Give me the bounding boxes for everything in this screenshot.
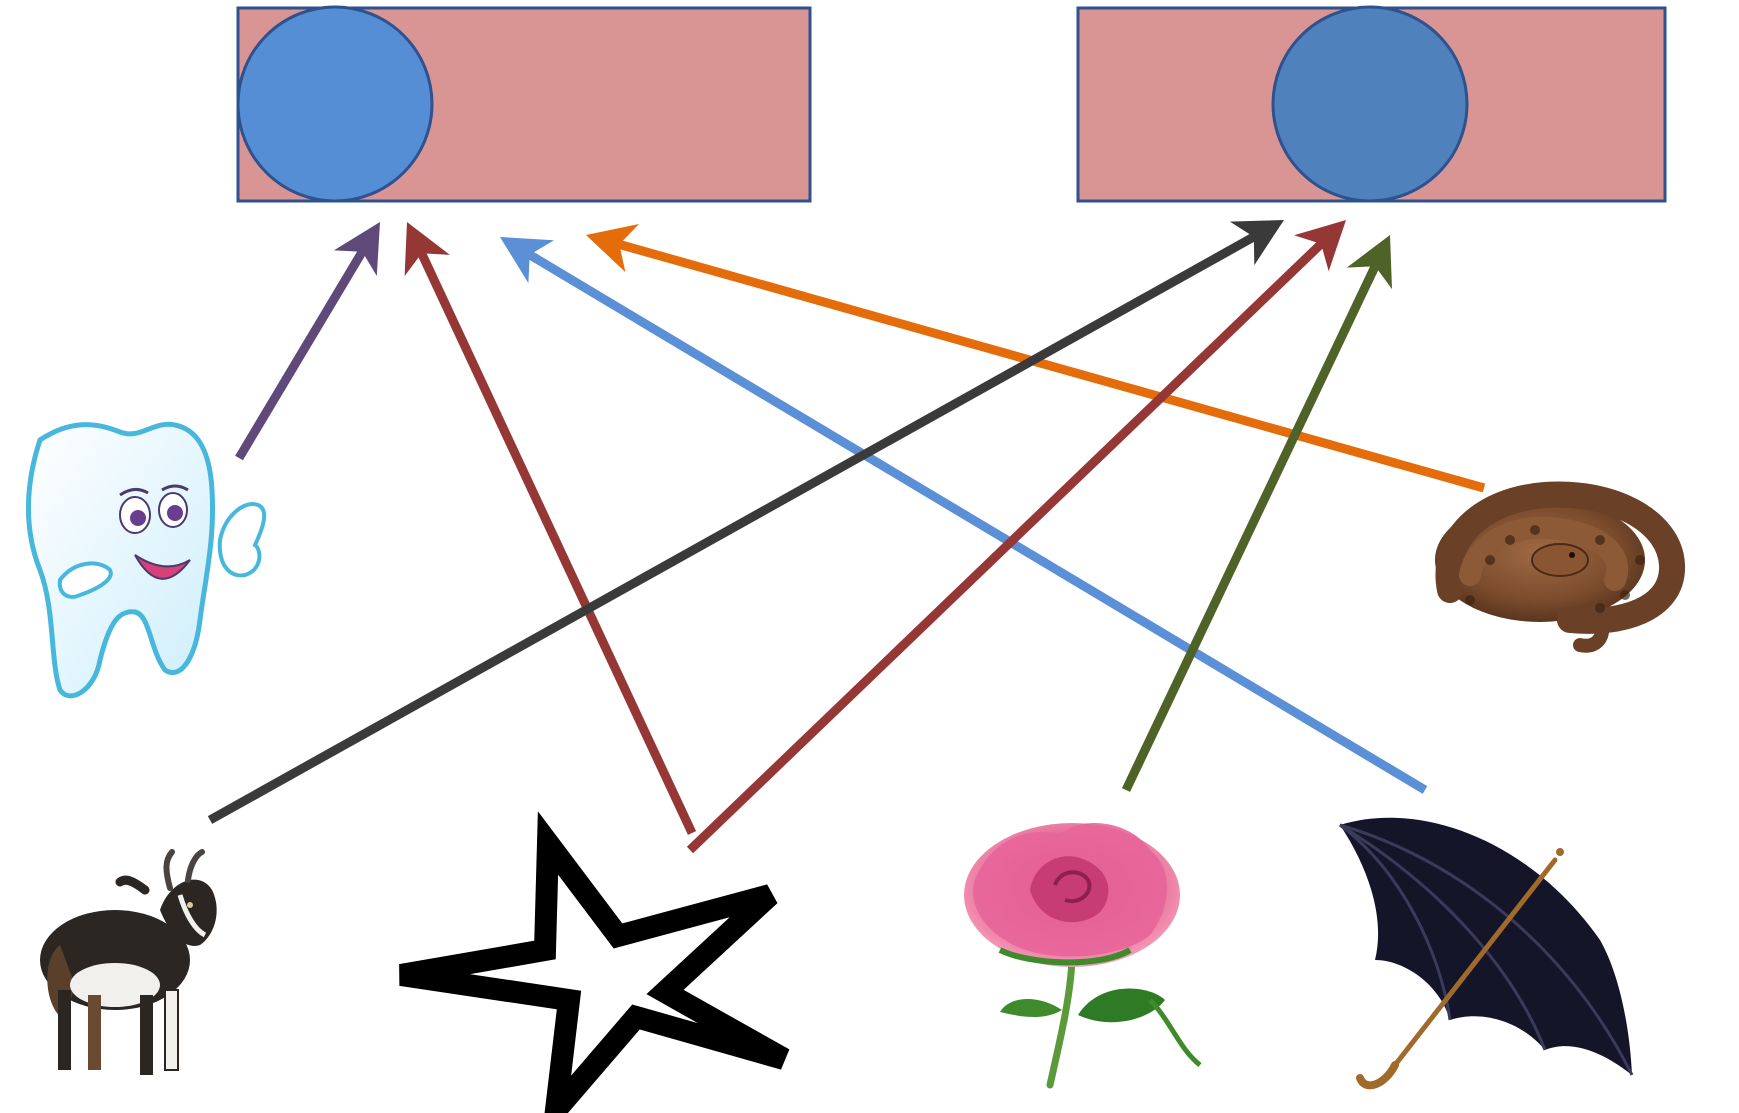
right-box-circle <box>1271 5 1469 203</box>
arrow-snake-to-left-box <box>586 224 1486 493</box>
arrow-shaft <box>527 250 1428 794</box>
arrow-tooth-cartoon-to-left-box <box>235 222 380 461</box>
arrow-head <box>500 237 554 284</box>
arrow-shaft <box>417 251 697 835</box>
snake-icon <box>1435 481 1685 653</box>
umbrella-icon <box>1339 817 1634 1090</box>
arrow-shaft <box>207 232 1257 824</box>
goat-icon <box>40 849 217 1075</box>
arrow-head <box>333 222 380 276</box>
arrow-shaft <box>1121 264 1380 792</box>
arrow-shaft <box>235 249 367 461</box>
rose-icon <box>964 823 1202 1089</box>
arrow-rose-to-right-box <box>1121 235 1392 792</box>
arrow-head <box>586 224 639 273</box>
connection-arrows <box>207 220 1486 854</box>
arrow-shaft <box>618 240 1486 493</box>
arrow-head <box>404 222 450 277</box>
arrow-star-to-left-box <box>404 222 697 835</box>
left-box <box>236 5 812 203</box>
arrow-head <box>1294 220 1346 272</box>
star-icon <box>399 811 790 1113</box>
tooth-icon <box>25 421 267 699</box>
arrow-head <box>1229 220 1284 266</box>
arrow-star-to-right-box <box>686 220 1346 854</box>
arrow-goat-to-right-box <box>207 220 1284 824</box>
arrow-shaft <box>686 240 1325 854</box>
right-box <box>1076 5 1667 203</box>
arrow-head <box>1346 235 1392 290</box>
left-box-circle <box>236 5 434 203</box>
arrow-umbrella-to-left-box <box>500 237 1428 794</box>
